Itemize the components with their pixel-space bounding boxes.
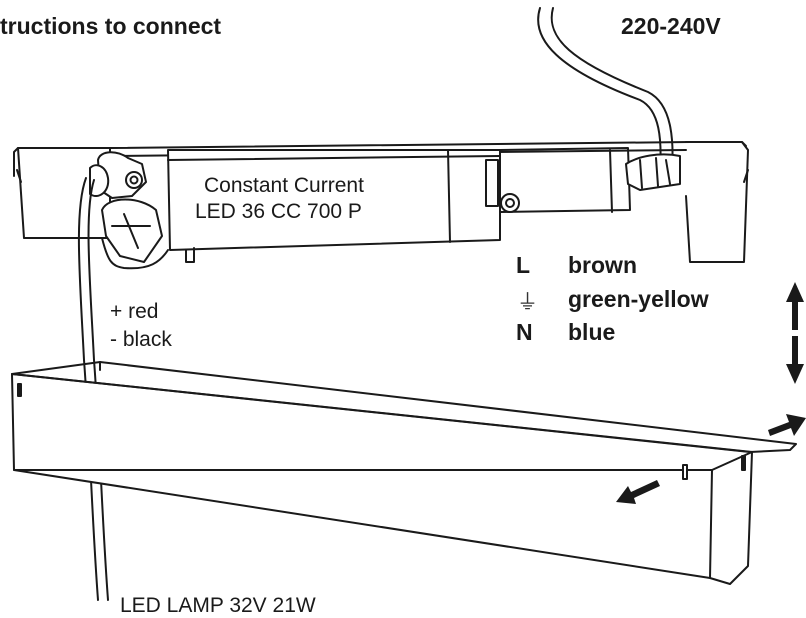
driver-box: [167, 147, 631, 263]
wire-color-live: brown: [568, 252, 637, 278]
wire-color-neutral: blue: [568, 319, 616, 345]
mounting-bracket: [13, 141, 749, 263]
plus-wire-label: + red: [110, 300, 159, 323]
driver-name: Constant Current: [204, 174, 364, 197]
driver-model: LED 36 CC 700 P: [195, 200, 362, 223]
cable-gland: [89, 151, 163, 263]
voltage-label: 220-240V: [621, 13, 721, 39]
terminal-live: L: [516, 252, 531, 278]
ground-symbol-icon: ⏚: [517, 291, 538, 314]
terminal-block: [485, 153, 681, 213]
lamp-housing: [11, 361, 797, 585]
minus-wire-label: - black: [110, 328, 172, 351]
down-arrow-icon: [786, 336, 804, 384]
diagonal-arrow-icon: [616, 480, 660, 504]
terminal-neutral: N: [516, 319, 533, 345]
diagonal-arrow-icon: [768, 414, 806, 436]
lamp-cable: [77, 177, 169, 601]
up-arrow-icon: [786, 282, 804, 330]
instructions-title: tructions to connect: [0, 13, 222, 39]
mains-cable: [537, 7, 674, 173]
lamp-label: LED LAMP 32V 21W: [120, 594, 316, 617]
wire-color-earth: green-yellow: [568, 286, 709, 312]
